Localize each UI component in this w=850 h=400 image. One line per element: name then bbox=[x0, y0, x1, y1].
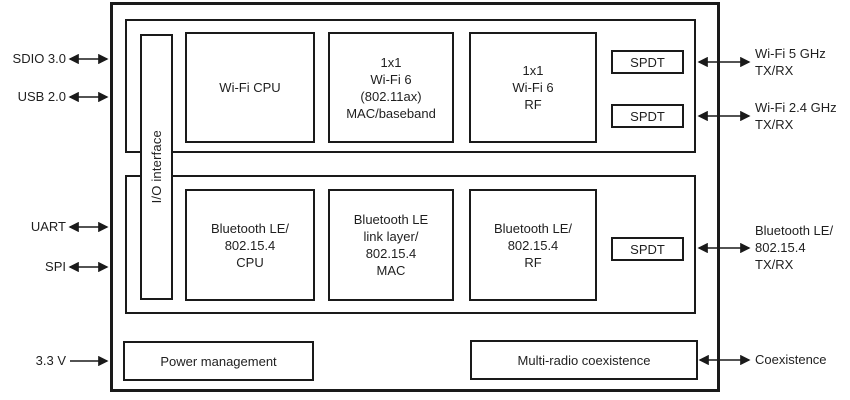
bt-link-layer-mac-block: Bluetooth LE link layer/ 802.15.4 MAC bbox=[328, 189, 454, 301]
wifi-mac-baseband-block: 1x1 Wi-Fi 6 (802.11ax) MAC/baseband bbox=[328, 32, 454, 143]
power-management-block: Power management bbox=[123, 341, 314, 381]
wifi-mac-baseband-label: 1x1 Wi-Fi 6 (802.11ax) MAC/baseband bbox=[346, 54, 436, 121]
port-label-spi: SPI bbox=[45, 259, 66, 274]
port-label-coexistence: Coexistence bbox=[755, 352, 827, 367]
bt-cpu-block: Bluetooth LE/ 802.15.4 CPU bbox=[185, 189, 315, 301]
bt-rf-label: Bluetooth LE/ 802.15.4 RF bbox=[493, 220, 573, 270]
power-management-label: Power management bbox=[160, 353, 277, 369]
port-label-wifi-24ghz: Wi-Fi 2.4 GHz TX/RX bbox=[755, 100, 837, 132]
spdt-wifi-24ghz-block: SPDT bbox=[611, 104, 684, 128]
port-label-bt-txrx: Bluetooth LE/ 802.15.4 TX/RX bbox=[755, 223, 834, 272]
port-label-3v3: 3.3 V bbox=[35, 353, 66, 368]
bt-cpu-label: Bluetooth LE/ 802.15.4 CPU bbox=[210, 220, 290, 270]
port-label-uart: UART bbox=[30, 219, 66, 234]
bt-link-layer-mac-label: Bluetooth LE link layer/ 802.15.4 MAC bbox=[353, 212, 429, 278]
port-label-usb: USB 2.0 bbox=[17, 89, 66, 104]
spdt-bt-label: SPDT bbox=[630, 241, 665, 257]
bt-rf-block: Bluetooth LE/ 802.15.4 RF bbox=[469, 189, 597, 301]
multi-radio-coexistence-label: Multi-radio coexistence bbox=[517, 352, 651, 368]
wifi-cpu-block: Wi-Fi CPU bbox=[185, 32, 315, 143]
port-label-sdio: SDIO 3.0 bbox=[12, 51, 66, 66]
io-interface-label: I/O interface bbox=[149, 130, 164, 204]
wifi-cpu-label: Wi-Fi CPU bbox=[219, 80, 281, 95]
spdt-wifi-5ghz-label: SPDT bbox=[630, 54, 665, 70]
spdt-wifi-24ghz-label: SPDT bbox=[630, 108, 665, 124]
wifi-rf-block: 1x1 Wi-Fi 6 RF bbox=[469, 32, 597, 143]
multi-radio-coexistence-block: Multi-radio coexistence bbox=[470, 340, 698, 380]
spdt-wifi-5ghz-block: SPDT bbox=[611, 50, 684, 74]
io-interface-block: I/O interface bbox=[140, 34, 173, 300]
spdt-bt-block: SPDT bbox=[611, 237, 684, 261]
port-label-wifi-5ghz: Wi-Fi 5 GHz TX/RX bbox=[755, 46, 826, 78]
wifi-rf-label: 1x1 Wi-Fi 6 RF bbox=[512, 63, 554, 112]
